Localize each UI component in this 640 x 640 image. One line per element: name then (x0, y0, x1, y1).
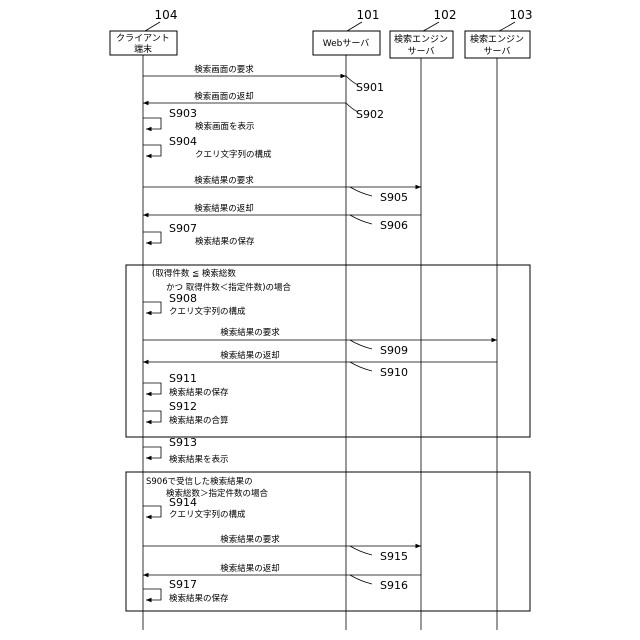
self-step-s917-label: 検索結果の保存 (169, 593, 229, 604)
self-step-s914-label: クエリ文字列の構成 (169, 509, 246, 520)
message-s910-label: 検索結果の返却 (220, 350, 280, 361)
self-step-s912-step: S912 (169, 400, 197, 413)
message-s915-label: 検索結果の要求 (220, 534, 280, 545)
participant-search-engine-103-label-2: サーバ (484, 46, 511, 57)
self-step-s908-label: クエリ文字列の構成 (169, 306, 246, 317)
message-s905-step: S905 (380, 191, 408, 204)
self-step-s904-step: S904 (169, 135, 197, 148)
participant-search-engine-103-label-1: 検索エンジン (470, 33, 524, 45)
participant-search-engine-102-label-2: サーバ (408, 46, 435, 57)
message-s915-step: S915 (380, 550, 408, 563)
participant-search-engine-103-ref: 103 (510, 8, 533, 22)
message-s909-step: S909 (380, 344, 408, 357)
self-step-s917-step: S917 (169, 578, 197, 591)
participant-client: クライアント 端末 104 (110, 8, 177, 55)
conditional-frame-1-line-1: (取得件数 ≦ 検索総数 (152, 268, 236, 279)
self-step-s913-label: 検索結果を表示 (169, 454, 229, 465)
message-s905-label: 検索結果の要求 (194, 175, 254, 186)
self-step-s913-step: S913 (169, 436, 197, 449)
self-step-s917: S917 検索結果の保存 (143, 578, 229, 604)
participant-search-engine-102-label-1: 検索エンジン (394, 33, 448, 45)
message-s901-label: 検索画面の要求 (194, 64, 254, 75)
self-step-s912-label: 検索結果の合算 (169, 415, 229, 426)
participant-web-ref: 101 (357, 8, 380, 22)
message-s901: 検索画面の要求 S901 (143, 64, 384, 94)
self-step-s907: S907 検索結果の保存 (143, 222, 255, 247)
self-step-s904-label: クエリ文字列の構成 (195, 149, 272, 160)
self-step-s911-label: 検索結果の保存 (169, 387, 229, 398)
message-s916-step: S916 (380, 579, 408, 592)
message-s909: 検索結果の要求 S909 (143, 327, 497, 357)
participant-web: Webサーバ 101 (313, 8, 380, 55)
message-s905: 検索結果の要求 S905 (143, 175, 421, 204)
conditional-frame-2-line-1: S906で受信した検索結果の (146, 476, 253, 487)
self-step-s914: S914 クエリ文字列の構成 (143, 496, 246, 520)
self-step-s913: S913 検索結果を表示 (143, 436, 229, 465)
message-s916-label: 検索結果の返却 (220, 563, 280, 574)
self-step-s907-step: S907 (169, 222, 197, 235)
participant-client-label-2: 端末 (134, 43, 152, 55)
self-step-s903-label: 検索画面を表示 (195, 121, 255, 132)
self-step-s907-label: 検索結果の保存 (195, 236, 255, 247)
self-step-s912: S912 検索結果の合算 (143, 400, 229, 426)
message-s909-label: 検索結果の要求 (220, 327, 280, 338)
self-step-s904: S904 クエリ文字列の構成 (143, 135, 272, 160)
self-step-s903: S903 検索画面を表示 (143, 107, 255, 132)
participant-web-label: Webサーバ (323, 38, 370, 49)
self-step-s911: S911 検索結果の保存 (143, 372, 229, 398)
message-s906-label: 検索結果の返却 (194, 203, 254, 214)
participant-client-label-1: クライアント (116, 33, 170, 44)
self-step-s903-step: S903 (169, 107, 197, 120)
message-s910-step: S910 (380, 366, 408, 379)
message-s902-label: 検索画面の返却 (194, 91, 254, 102)
message-s906-step: S906 (380, 219, 408, 232)
message-s902-step: S902 (356, 108, 384, 121)
participant-client-ref: 104 (155, 8, 178, 22)
self-step-s911-step: S911 (169, 372, 197, 385)
participant-search-engine-103: 検索エンジン サーバ 103 (465, 8, 532, 58)
participant-search-engine-102-ref: 102 (434, 8, 457, 22)
self-step-s908-step: S908 (169, 292, 197, 305)
message-s901-step: S901 (356, 81, 384, 94)
participant-search-engine-102: 検索エンジン サーバ 102 (390, 8, 456, 58)
self-step-s914-step: S914 (169, 496, 197, 509)
message-s915: 検索結果の要求 S915 (143, 534, 421, 563)
self-step-s908: S908 クエリ文字列の構成 (143, 292, 246, 317)
